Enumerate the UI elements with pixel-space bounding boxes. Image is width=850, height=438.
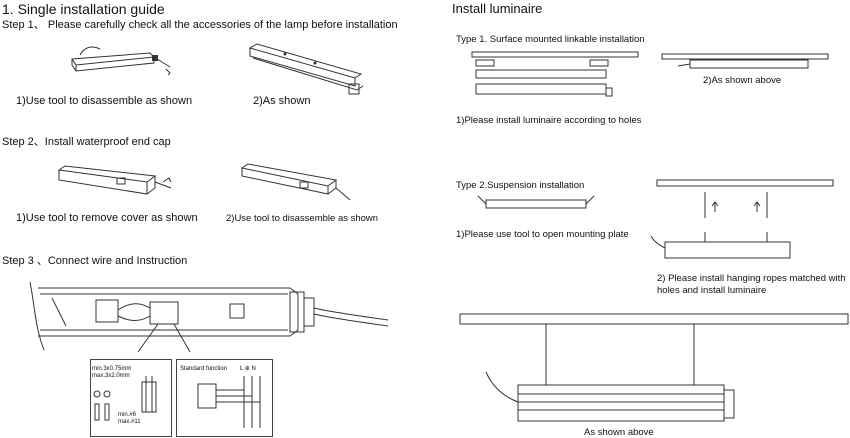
step2-remove-cover-illustration [57, 165, 172, 195]
install-luminaire-title: Install luminaire [452, 1, 543, 16]
type1-surface-mount-illustration [471, 51, 639, 97]
step1-disassemble-illustration [71, 46, 171, 76]
step1-heading: Step 1、 Please carefully check all the a… [2, 19, 398, 31]
type2-heading: Type 2.Suspension installation [456, 180, 585, 191]
circuit-diagram [197, 376, 261, 428]
type2-note: 1)Please use tool to open mounting plate [456, 229, 629, 240]
step2-caption-1: 1)Use tool to remove cover as shown [16, 212, 198, 224]
step1-caption-1: 1)Use tool to disassemble as shown [16, 95, 193, 107]
step3-heading: Step 3 、Connect wire and Instruction [2, 255, 188, 267]
type2-hanging-ropes-illustration [650, 179, 834, 259]
wire-spec-max: max.3x2.0mm [92, 373, 130, 379]
connector-detail [141, 376, 157, 413]
screwdriver-icons [93, 390, 111, 421]
step3-wiring-illustration [29, 281, 389, 353]
type2-mounting-plate-illustration [477, 195, 595, 209]
type2-caption-2-line2: holes and install luminaire [657, 285, 767, 296]
terminal-min: min.#6 [118, 412, 137, 418]
type2-caption-2-line1: 2) Please install hanging ropes matched … [657, 273, 846, 284]
type1-caption-2: 2)As shown above [703, 75, 782, 86]
terminal-labels: L ⊕ N [240, 366, 256, 372]
type1-note: 1)Please install luminaire according to … [456, 115, 642, 126]
wire-spec-min: min.3x0.75mm [92, 366, 132, 372]
step2-disassemble-illustration [240, 163, 351, 201]
step1-as-shown-illustration [248, 43, 364, 95]
final-caption: As shown above [584, 427, 654, 438]
type1-as-shown-illustration [661, 53, 829, 69]
standard-function-label: Standard function [180, 366, 228, 372]
step2-caption-2: 2)Use tool to disassemble as shown [226, 213, 379, 224]
terminal-max: max.#11 [118, 419, 141, 425]
page-title: 1. Single installation guide [2, 1, 165, 17]
final-suspension-illustration [459, 313, 849, 422]
type1-heading: Type 1. Surface mounted linkable install… [456, 34, 645, 45]
step1-caption-2: 2)As shown [253, 95, 311, 107]
step2-heading: Step 2、Install waterproof end cap [2, 136, 171, 148]
